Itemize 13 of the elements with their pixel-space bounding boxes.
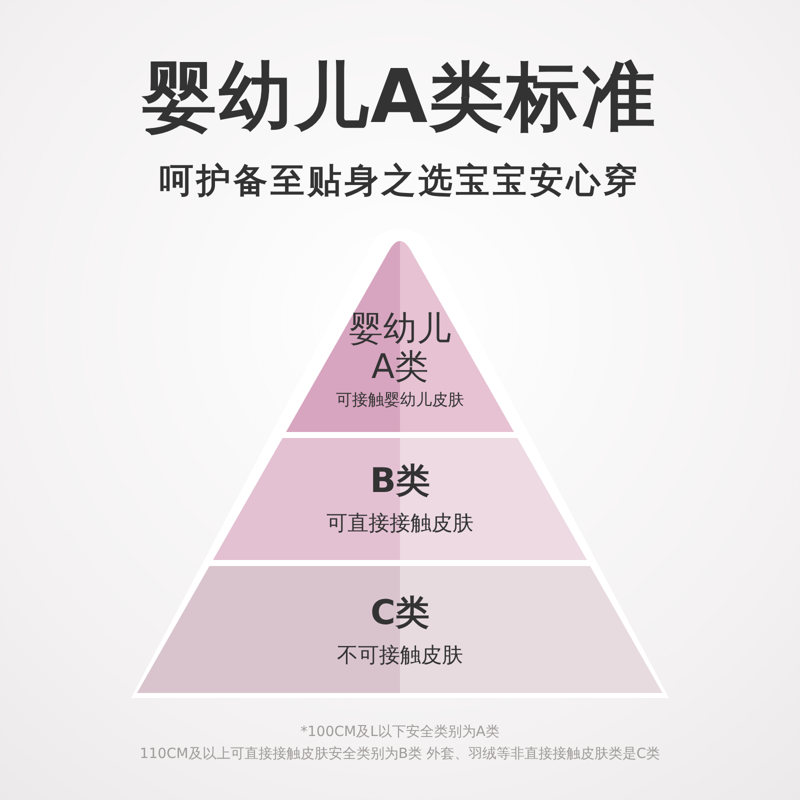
title: 婴幼儿A类标准 bbox=[140, 53, 659, 142]
tier-description: 不可接触皮肤 bbox=[336, 642, 464, 669]
tier-description: 可直接接触皮肤 bbox=[325, 510, 474, 537]
tier-title: B类 bbox=[369, 460, 431, 502]
pyramid-tier bbox=[137, 566, 663, 693]
tier-description: 可接触婴幼儿皮肤 bbox=[335, 390, 465, 411]
pyramid-tier bbox=[213, 438, 587, 560]
footnote: *100CM及L以下安全类别为A类 bbox=[300, 723, 500, 741]
pyramid-tier bbox=[286, 240, 514, 432]
tier-title: C类 bbox=[370, 592, 430, 634]
footnote: 110CM及以上可直接接触皮肤安全类别为B类 外套、羽绒等非直接接触皮肤类是C类 bbox=[138, 745, 662, 763]
subtitle: 呵护备至贴身之选宝宝安心穿 bbox=[158, 160, 642, 203]
tier-title: 婴幼儿A类 bbox=[348, 310, 452, 386]
